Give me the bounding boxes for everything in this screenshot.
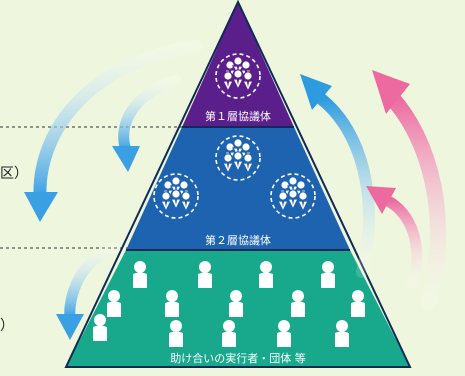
arrow-head-icon [112,146,140,172]
arrow-head-icon [24,192,58,222]
person-icon [351,290,365,317]
person-icon [277,320,291,347]
person-icon [259,261,273,288]
up-arrows-right [300,70,446,310]
person-icon [198,261,212,288]
person-icon [93,314,107,341]
tier-3-label: 助け合いの実行者・団体 等 [170,351,306,365]
person-icon [335,320,349,347]
person-icon [133,261,147,288]
tier-1-label: 第１層協議体 [205,109,271,123]
down-arrows-left [24,39,203,340]
person-icon [169,320,183,347]
person-icon [321,261,335,288]
arrow-head-icon [366,186,396,214]
arrow-head-icon [372,70,410,114]
left-fragment-2: ） [0,318,14,334]
person-icon [291,290,305,317]
person-icon [229,290,243,317]
left-fragment-1: 区） [0,166,28,182]
person-icon [222,320,236,347]
arrow-head-icon [300,74,332,110]
person-icon [107,290,121,317]
tier-2-band [126,127,350,250]
tier-2-label: 第２層協議体 [205,233,271,247]
arrow-head-icon [56,314,84,340]
pyramid-outline [64,0,412,368]
person-icon [165,290,179,317]
